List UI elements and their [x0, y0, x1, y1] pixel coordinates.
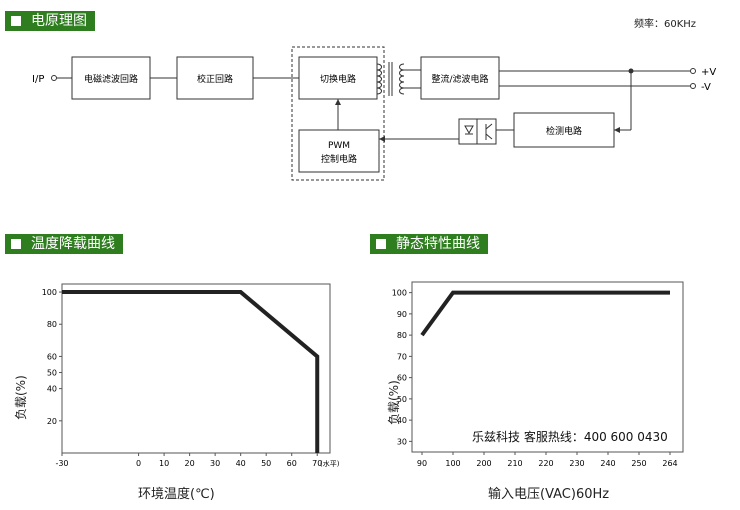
pwm-label-2: 控制电路 [321, 153, 357, 165]
y-tick-label: 30 [397, 437, 407, 446]
y-tick-label: 80 [397, 331, 407, 340]
x-tick-label: 264 [662, 459, 677, 468]
rectifier-label: 校正回路 [197, 73, 233, 85]
plot-frame [411, 281, 684, 453]
x-tick-label: 230 [569, 459, 584, 468]
x-tick-label: 90 [417, 459, 427, 468]
primary-dashed-group [291, 46, 385, 181]
x-tick-label: 220 [538, 459, 553, 468]
chart1-ylabel: 负载(%) [14, 375, 28, 420]
y-tick-label: 20 [47, 417, 57, 426]
x-tick-label: 50 [261, 459, 271, 468]
output-rectifier-block [420, 56, 500, 100]
frequency-label: 频率：60KHz [634, 19, 697, 30]
x-unit-note: (水平) [320, 459, 340, 468]
y-tick-label: 60 [47, 352, 57, 361]
x-tick-label: 10 [159, 459, 169, 468]
x-tick-label: 100 [445, 459, 460, 468]
section-title: 电原理图 [31, 13, 87, 29]
y-tick-label: 50 [47, 369, 57, 378]
input-label: I/P [32, 74, 44, 85]
section-title: 温度降载曲线 [31, 236, 115, 252]
chart1-xlabel: 环境温度(℃) [138, 487, 215, 502]
derating-line [62, 290, 320, 453]
x-tick-label: -30 [55, 459, 68, 468]
section-title: 静态特性曲线 [396, 236, 480, 252]
header-square-icon [11, 239, 21, 249]
output-rectifier-label: 整流/滤波电路 [431, 73, 488, 85]
y-tick-label: 100 [42, 288, 57, 297]
y-tick-label: 40 [47, 385, 57, 394]
section-header-derating: 温度降载曲线 [5, 234, 123, 254]
x-tick-label: 70 [312, 459, 322, 468]
emi-label: 电磁滤波回路 [84, 73, 138, 85]
y-tick-label: 70 [397, 352, 407, 361]
section-header-static: 静态特性曲线 [370, 234, 488, 254]
pwm-block [298, 129, 380, 173]
chart2-xlabel: 输入电压(VAC)60Hz [488, 487, 610, 502]
x-tick-label: 20 [185, 459, 195, 468]
derating-chart: -30 0 10 20 30 40 50 60 70(水平) 100 80 60 50 40 20 [42, 283, 340, 468]
y-tick-label: 90 [397, 310, 407, 319]
pwm-label-1: PWM [328, 141, 350, 151]
block-diagram: I/P 电磁滤波回路 校正回路 切换电路 PWM 控制电路 整流/滤波电路 +V… [32, 46, 716, 181]
x-tick-label: 60 [287, 459, 297, 468]
header-square-icon [11, 16, 21, 26]
static-line [420, 290, 670, 337]
header-square-icon [376, 239, 386, 249]
chart2-annotation: 乐兹科技 客服热线：400 600 0430 [472, 430, 668, 444]
section-header-block-diagram: 电原理图 [5, 11, 95, 31]
emi-filter-block [71, 56, 151, 100]
chart2-ylabel: 负载(%) [387, 380, 401, 425]
out-neg-label: -V [701, 82, 711, 93]
x-tick-label: 30 [210, 459, 220, 468]
x-tick-label: 200 [476, 459, 491, 468]
y-tick-label: 80 [47, 320, 57, 329]
out-pos-label: +V [701, 67, 716, 78]
plot-frame [61, 283, 331, 454]
x-tick-label: 240 [600, 459, 615, 468]
detect-label: 检测电路 [546, 125, 582, 137]
switching-label: 切换电路 [320, 73, 356, 85]
y-tick-label: 100 [392, 289, 407, 298]
x-tick-label: 0 [136, 459, 141, 468]
transformer-icon [376, 62, 421, 96]
x-tick-label: 210 [507, 459, 522, 468]
x-tick-label: 250 [631, 459, 646, 468]
switching-block [298, 56, 378, 100]
x-tick-label: 40 [236, 459, 246, 468]
